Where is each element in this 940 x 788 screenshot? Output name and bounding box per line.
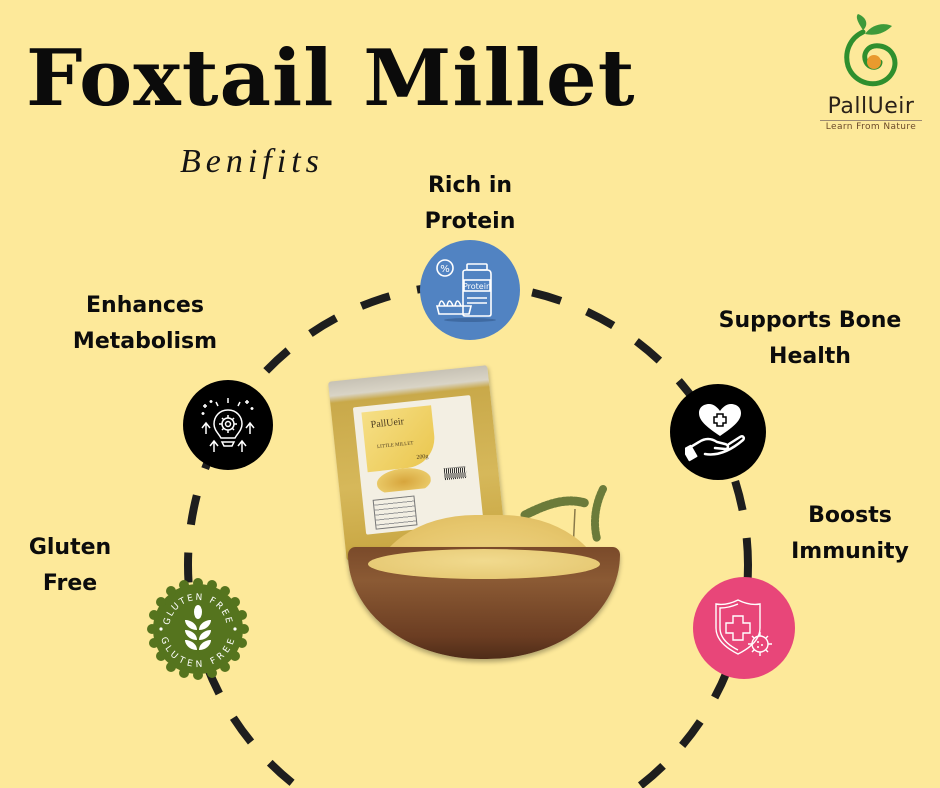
hand-heart-plus-icon bbox=[685, 404, 746, 462]
benefit-icon-metabolism bbox=[183, 380, 273, 470]
shield-virus-icon bbox=[715, 599, 772, 656]
benefit-icon-immunity bbox=[693, 577, 795, 679]
svg-text:Protein: Protein bbox=[463, 282, 491, 291]
gluten-free-wheat-badge-icon: GLUTEN FREE GLUTEN FREE bbox=[147, 578, 249, 680]
package-millet-photo bbox=[375, 465, 432, 494]
brand-logo: PallUeir Learn From Nature bbox=[816, 12, 926, 137]
product-image: PallUeir LITTLE MILLET 200g bbox=[325, 355, 625, 665]
bowl-rim-millet bbox=[368, 549, 600, 579]
package-label-band bbox=[361, 405, 438, 473]
brand-tagline: Learn From Nature bbox=[825, 122, 917, 132]
benefit-icon-bone bbox=[670, 384, 766, 480]
label-line: Gluten bbox=[28, 535, 112, 560]
protein-jar-eggs-icon: % Protein bbox=[435, 259, 496, 322]
page-subtitle: Benifits bbox=[180, 143, 324, 180]
label-line: Rich in bbox=[427, 173, 513, 198]
package-weight: 200g bbox=[416, 453, 429, 462]
label-line: Health bbox=[769, 344, 851, 369]
label-line: Free bbox=[42, 571, 98, 596]
label-line: Immunity bbox=[791, 539, 909, 564]
brand-divider bbox=[820, 120, 922, 121]
benefit-label-metabolism: Enhances Metabolism bbox=[55, 288, 235, 360]
lightbulb-gear-arrows-icon bbox=[201, 398, 255, 452]
benefit-label-protein: Rich in Protein bbox=[380, 168, 560, 240]
svg-text:%: % bbox=[440, 264, 450, 275]
label-line: Metabolism bbox=[72, 329, 218, 354]
package-barcode bbox=[443, 465, 467, 481]
label-line: Enhances bbox=[86, 293, 204, 318]
benefit-label-gluten: Gluten Free bbox=[10, 530, 130, 602]
benefit-label-immunity: Boosts Immunity bbox=[770, 498, 930, 570]
spiral-sprout-icon bbox=[844, 14, 898, 87]
package-label: PallUeir LITTLE MILLET 200g bbox=[352, 395, 484, 535]
page-title: Foxtail Millet bbox=[26, 33, 636, 124]
benefit-icon-gluten: GLUTEN FREE GLUTEN FREE bbox=[147, 578, 249, 680]
benefit-icon-protein: % Protein bbox=[420, 240, 520, 340]
brand-name: PallUeir bbox=[827, 94, 915, 119]
benefit-label-bone: Supports Bone Health bbox=[700, 303, 920, 375]
package-nutrition-table bbox=[372, 495, 418, 530]
label-line: Boosts bbox=[808, 503, 892, 528]
label-line: Protein bbox=[424, 209, 516, 234]
label-line: Supports Bone bbox=[718, 308, 902, 333]
